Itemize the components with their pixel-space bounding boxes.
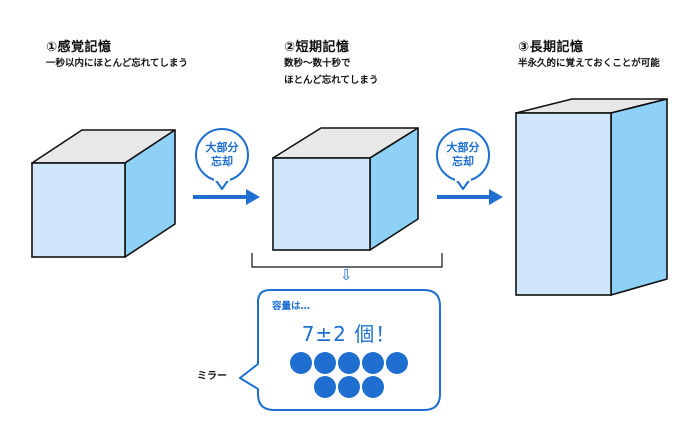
forget-arrow-2 <box>437 189 503 205</box>
capacity-value: 7±2 個！ <box>301 322 397 346</box>
forget-badge-1 <box>195 128 249 190</box>
capacity-dot <box>386 352 408 374</box>
capacity-dots <box>290 352 408 398</box>
stage-title-sensory: ①感覚記憶 <box>46 40 112 55</box>
forget-badge-2-text: 大部分 忘却 <box>437 141 489 169</box>
stage-desc-long-term: 半永久的に覚えておくことが可能 <box>518 58 660 69</box>
forget-arrow-1 <box>193 189 260 205</box>
stage-title-long-term: ③長期記憶 <box>518 40 584 55</box>
forget-badge-1-line1: 大部分 <box>205 141 239 154</box>
forget-badge-1-line2: 忘却 <box>211 155 233 168</box>
long-term-memory-box <box>515 98 668 296</box>
forget-badge-1-text: 大部分 忘却 <box>196 141 248 169</box>
capacity-label: 容量は… <box>272 301 311 312</box>
stage-desc-short-term-line1: 数秒〜数十秒で <box>284 58 351 69</box>
forget-badge-2-line2: 忘却 <box>452 155 474 168</box>
capacity-dot <box>314 376 336 398</box>
stage-desc-short-term-line2: ほとんど忘れてしまう <box>284 75 379 86</box>
capacity-dot <box>314 352 336 374</box>
sensory-memory-box <box>31 129 176 258</box>
capacity-dot <box>338 352 360 374</box>
forget-badge-2-line1: 大部分 <box>446 141 480 154</box>
capacity-dot <box>338 376 360 398</box>
forget-badge-2 <box>436 128 490 190</box>
capacity-callout <box>239 289 441 411</box>
stage-desc-sensory: 一秒以内にほとんど忘れてしまう <box>46 58 188 69</box>
short-term-memory-box <box>272 127 419 251</box>
stage-title-short-term: ②短期記憶 <box>284 40 350 55</box>
mirror-label: ミラー <box>197 371 227 382</box>
down-arrow-icon: ⇩ <box>340 266 353 284</box>
capacity-dot <box>290 352 312 374</box>
short-term-bracket <box>251 253 443 268</box>
capacity-dot <box>362 376 384 398</box>
capacity-dot <box>362 352 384 374</box>
